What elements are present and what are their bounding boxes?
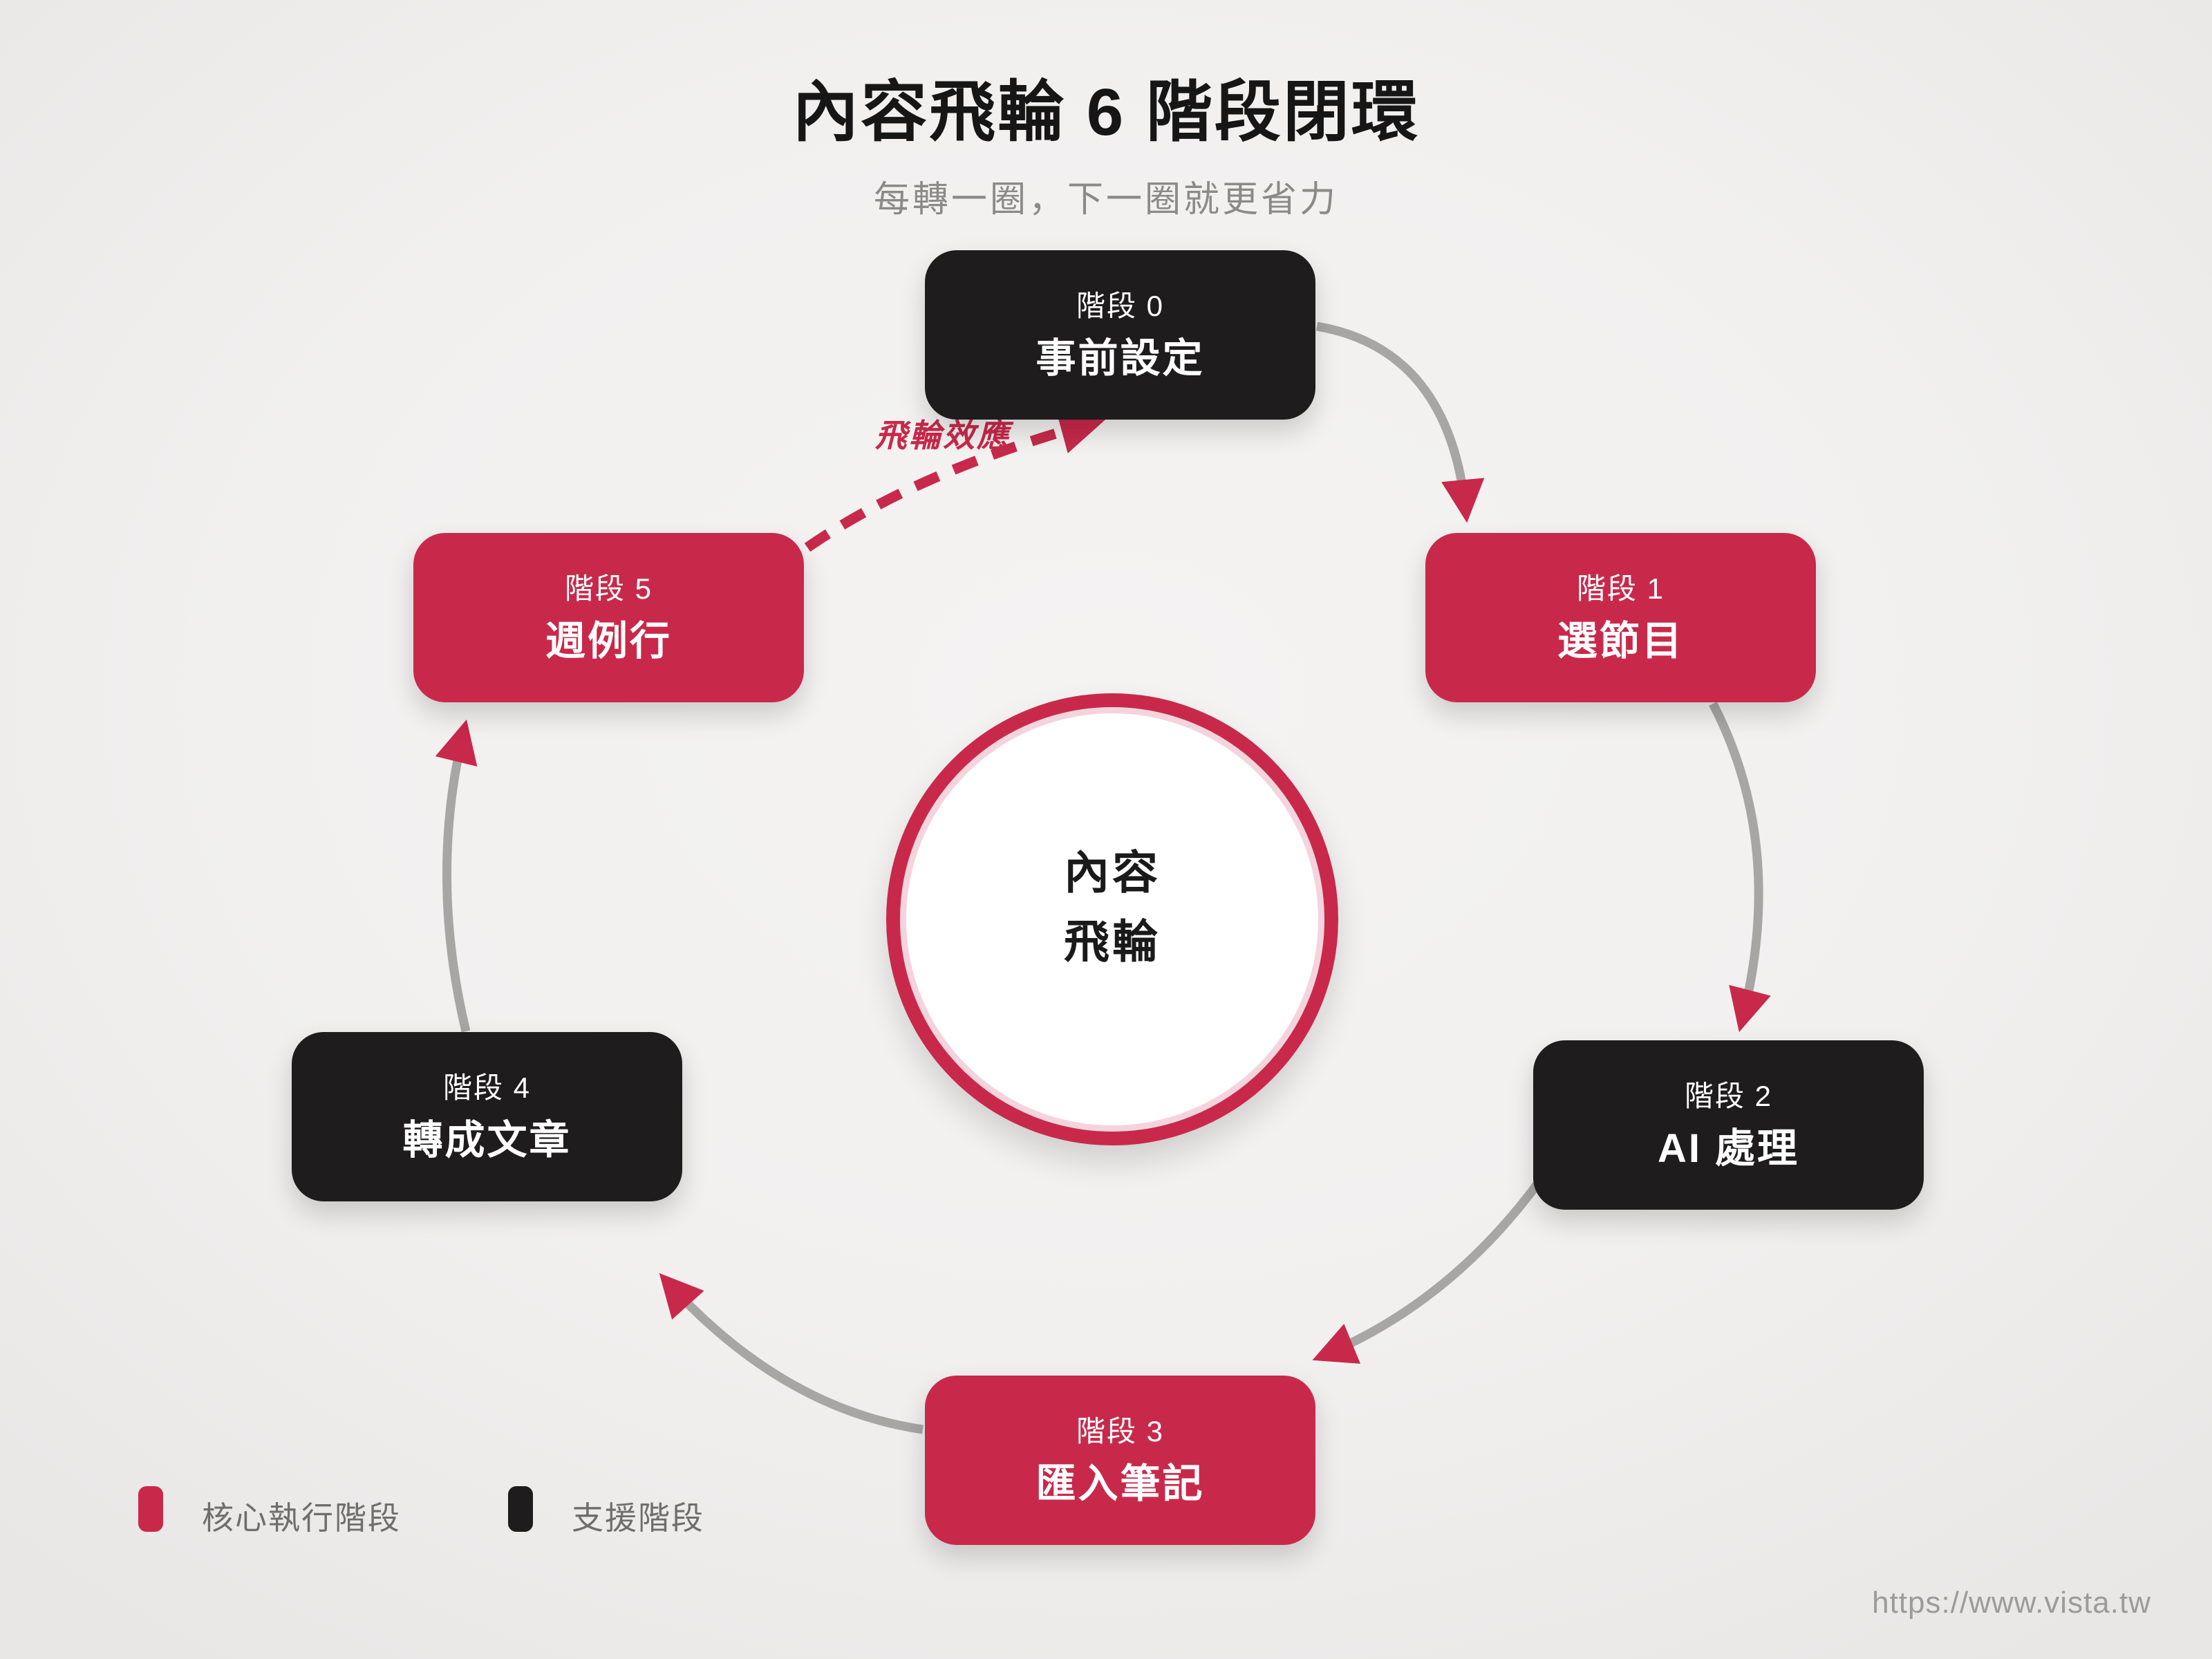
stage-0-card: 階段 0 事前設定 [925, 250, 1315, 420]
arc-stage1-to-stage2 [1709, 702, 1771, 1033]
legend-core-swatch [138, 1486, 163, 1532]
stage-5-phase-label: 階段 5 [564, 572, 653, 605]
arc-stage2-to-stage3 [1312, 1174, 1547, 1364]
stage-3-name-label: 匯入筆記 [1035, 1461, 1205, 1506]
stage-0-name-label: 事前設定 [1035, 335, 1205, 381]
stage-4-name-label: 轉成文章 [402, 1117, 572, 1163]
stage-3-card: 階段 3 匯入筆記 [925, 1376, 1315, 1545]
stage-2-name-label: AI 處理 [1657, 1125, 1800, 1171]
flywheel-hub-circle: 內容 飛輪 [886, 693, 1338, 1145]
arc-stage3-to-stage4 [659, 1273, 924, 1434]
arc-stage4-to-stage5 [435, 719, 478, 1033]
stage-5-name-label: 週例行 [545, 618, 672, 664]
stage-3-phase-label: 階段 3 [1076, 1414, 1165, 1447]
stage-4-card: 階段 4 轉成文章 [292, 1032, 682, 1201]
flywheel-effect-label: 飛輪效應 [875, 418, 1011, 453]
stage-2-card: 階段 2 AI 處理 [1533, 1040, 1924, 1210]
stage-4-phase-label: 階段 4 [442, 1071, 532, 1104]
stage-1-phase-label: 階段 1 [1576, 572, 1665, 605]
hub-line-2: 飛輪 [1064, 916, 1161, 967]
legend-support-label: 支援階段 [572, 1500, 704, 1536]
stage-1-card: 階段 1 選節目 [1425, 533, 1816, 702]
legend-core-label: 核心執行階段 [202, 1500, 401, 1536]
arc-stage0-to-stage1 [1315, 321, 1485, 523]
stage-1-name-label: 選節目 [1557, 618, 1684, 664]
stage-5-card: 階段 5 週例行 [413, 533, 804, 702]
legend-support-swatch [508, 1486, 533, 1532]
page-title: 內容飛輪 6 階段閉環 [792, 75, 1420, 149]
stage-0-phase-label: 階段 0 [1076, 289, 1165, 322]
hub-line-1: 內容 [1064, 847, 1161, 898]
flywheel-hub-text: 內容 飛輪 [1064, 850, 1161, 964]
page-subtitle: 每轉一圈，下一圈就更省力 [873, 180, 1338, 220]
footer-url: https://www.vista.tw [1872, 1586, 2151, 1620]
flywheel-dashed-arrow [804, 409, 1106, 552]
stage-2-phase-label: 階段 2 [1684, 1079, 1773, 1112]
